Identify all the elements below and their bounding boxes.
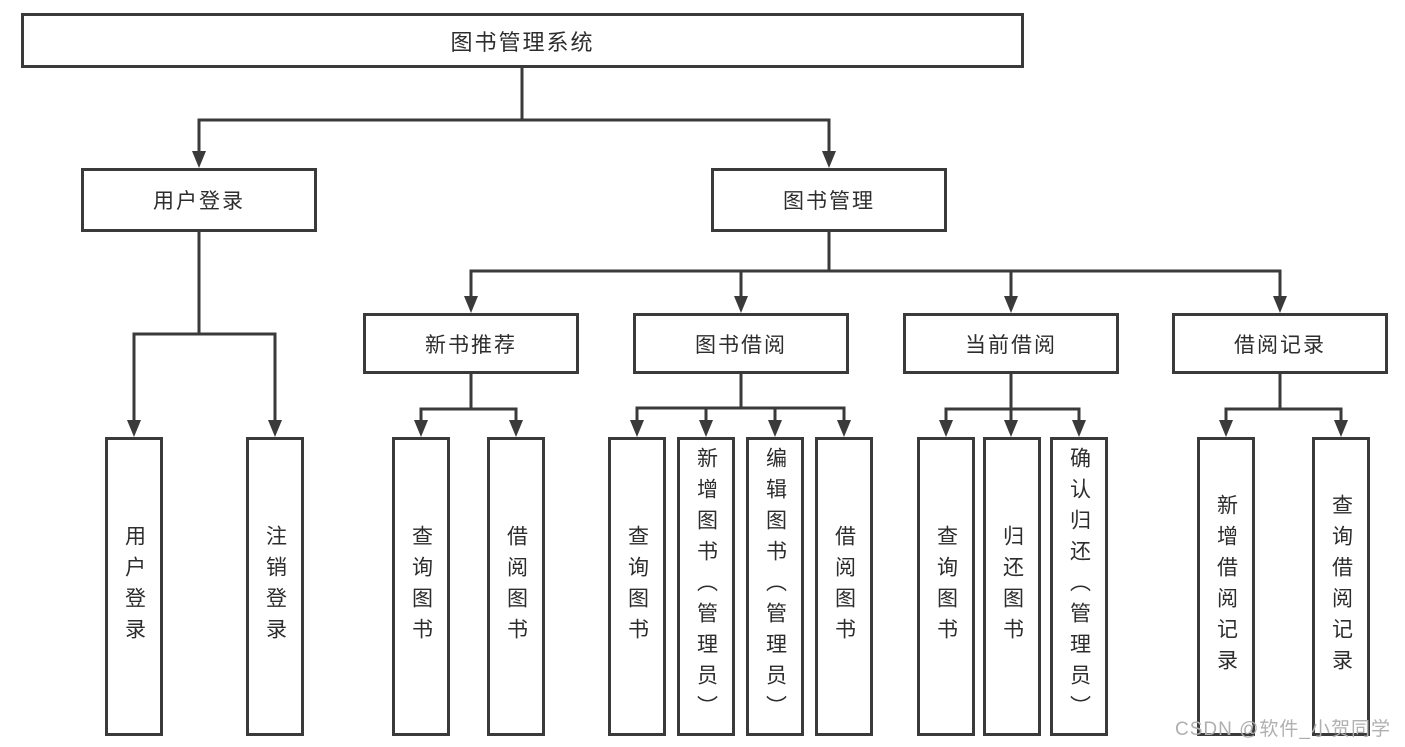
leaf-current-query-books: 查询图书 [917, 437, 975, 736]
arrow-down-icon [768, 420, 782, 437]
leaf-borrow-borrow-books: 借阅图书 [815, 437, 873, 736]
arrow-down-icon [699, 420, 713, 437]
leaf-records-query-record-label: 查询借阅记录 [1329, 493, 1353, 680]
leaf-borrow-add-book-admin-label: 新增图书（管理员） [694, 447, 718, 726]
node-current-borrow-label: 当前借阅 [965, 333, 1057, 357]
connector-line [1224, 407, 1343, 421]
connector-book-management-to-level3 [464, 232, 1287, 313]
connector-line [469, 269, 1282, 297]
connector-line [419, 407, 518, 421]
arrow-down-icon [464, 296, 478, 313]
connector-line [197, 118, 831, 152]
node-user-login-label: 用户登录 [153, 190, 245, 213]
arrow-down-icon [1004, 420, 1018, 437]
node-borrow-records: 借阅记录 [1172, 313, 1388, 374]
arrow-down-icon [630, 420, 644, 437]
node-book-management-label: 图书管理 [783, 190, 875, 213]
leaf-newbook-borrow-books-label: 借阅图书 [504, 524, 528, 649]
arrow-down-icon [414, 420, 428, 437]
node-book-management: 图书管理 [711, 168, 947, 232]
leaf-borrow-edit-book-admin: 编辑图书（管理员） [746, 437, 804, 736]
arrow-down-icon [822, 151, 836, 168]
watermark: CSDN @软件_小贺同学 [1175, 719, 1391, 740]
node-root-label: 图书管理系统 [450, 29, 595, 55]
leaf-borrow-edit-book-admin-label: 编辑图书（管理员） [763, 447, 787, 726]
leaf-borrow-borrow-books-label: 借阅图书 [832, 524, 856, 649]
leaf-newbook-query-books-label: 查询图书 [409, 524, 433, 649]
connector-root-to-level2 [192, 68, 836, 168]
leaf-borrow-query-books: 查询图书 [608, 437, 666, 736]
leaf-records-query-record: 查询借阅记录 [1312, 437, 1370, 736]
leaf-user-login-label: 用户登录 [122, 524, 146, 649]
arrow-down-icon [268, 420, 282, 437]
node-borrow-records-label: 借阅记录 [1234, 333, 1326, 357]
arrow-down-icon [1219, 420, 1233, 437]
leaf-current-return-books: 归还图书 [983, 437, 1041, 736]
node-root: 图书管理系统 [21, 13, 1024, 68]
node-new-book-recommend-label: 新书推荐 [425, 333, 517, 357]
arrow-down-icon [127, 420, 141, 437]
arrow-down-icon [1072, 420, 1086, 437]
node-new-book-recommend: 新书推荐 [363, 313, 579, 374]
leaf-current-return-books-label: 归还图书 [1000, 524, 1024, 649]
arrow-down-icon [734, 296, 748, 313]
leaf-user-login: 用户登录 [105, 437, 163, 736]
leaf-borrow-add-book-admin: 新增图书（管理员） [677, 437, 735, 736]
arrow-down-icon [1334, 420, 1348, 437]
arrow-down-icon [939, 420, 953, 437]
arrow-down-icon [1004, 296, 1018, 313]
leaf-newbook-query-books: 查询图书 [392, 437, 450, 736]
leaf-current-confirm-return-admin: 确认归还（管理员） [1050, 437, 1108, 736]
leaf-logout-label: 注销登录 [263, 524, 287, 649]
connector-book-borrow-to-leaves [630, 374, 851, 437]
leaf-logout: 注销登录 [246, 437, 304, 736]
connector-user-login-to-leaves [127, 232, 282, 437]
connector-line [132, 332, 277, 421]
arrow-down-icon [1273, 296, 1287, 313]
leaf-newbook-borrow-books: 借阅图书 [487, 437, 545, 736]
arrow-down-icon [192, 151, 206, 168]
arrow-down-icon [509, 420, 523, 437]
node-book-borrow: 图书借阅 [633, 313, 849, 374]
connector-line [944, 407, 1081, 421]
leaf-records-add-record: 新增借阅记录 [1197, 437, 1255, 736]
node-user-login: 用户登录 [81, 168, 317, 232]
leaf-records-add-record-label: 新增借阅记录 [1214, 493, 1238, 680]
leaf-current-query-books-label: 查询图书 [934, 524, 958, 649]
connector-current-borrow-to-leaves [939, 374, 1086, 437]
connector-line [635, 406, 846, 421]
connector-new-book-to-leaves [414, 374, 523, 437]
connector-borrow-records-to-leaves [1219, 374, 1348, 437]
leaf-current-confirm-return-admin-label: 确认归还（管理员） [1067, 447, 1091, 726]
arrow-down-icon [837, 420, 851, 437]
leaf-borrow-query-books-label: 查询图书 [625, 524, 649, 649]
node-current-borrow: 当前借阅 [903, 313, 1119, 374]
node-book-borrow-label: 图书借阅 [695, 333, 787, 357]
